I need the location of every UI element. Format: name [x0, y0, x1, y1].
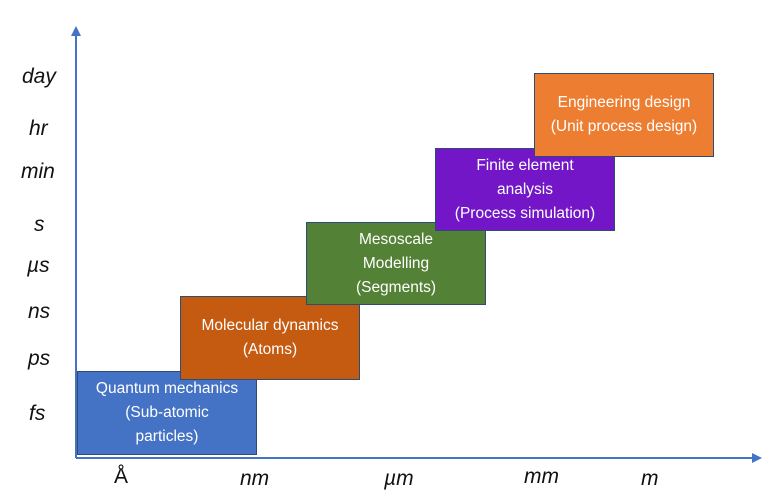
- box-eng-line-2: (Unit process design): [550, 118, 698, 135]
- y-label-s: s: [34, 213, 45, 236]
- box-eng-line-1: Engineering design: [557, 94, 691, 111]
- y-label-ps: ps: [28, 347, 51, 370]
- y-label-day: day: [22, 65, 56, 88]
- box-md-line-2: (Atoms): [242, 341, 298, 358]
- box-fea-line-2: analysis: [497, 180, 553, 198]
- box-quantum-mechanics: Quantum mechanics (Sub-atomic particles): [77, 371, 257, 455]
- x-label-angstrom: Å: [114, 465, 129, 488]
- y-label-us: µs: [27, 254, 50, 277]
- y-label-fs: fs: [29, 402, 46, 425]
- x-label-mm: mm: [524, 465, 559, 488]
- box-quantum-line-2: (Sub-atomic: [125, 404, 209, 421]
- box-fea-line-3: (Process simulation): [454, 204, 596, 222]
- box-molecular-dynamics: Molecular dynamics (Atoms): [180, 296, 360, 380]
- y-label-hr: hr: [29, 117, 48, 140]
- box-engineering-design: Engineering design (Unit process design): [534, 73, 714, 157]
- y-label-min: min: [21, 160, 55, 183]
- box-quantum-line-3: particles): [135, 428, 199, 445]
- box-meso-line-1: Mesoscale: [358, 230, 434, 248]
- x-label-nm: nm: [240, 467, 270, 490]
- box-fea-line-1: Finite element: [476, 156, 574, 174]
- box-md-line-1: Molecular dynamics: [201, 317, 339, 334]
- box-meso-line-3: (Segments): [355, 278, 437, 296]
- x-label-um: µm: [384, 467, 414, 490]
- box-meso-line-2: Modelling: [362, 254, 430, 272]
- box-quantum-line-1: Quantum mechanics: [95, 380, 239, 397]
- y-label-ns: ns: [28, 300, 51, 323]
- x-label-m: m: [641, 467, 659, 490]
- box-finite-element-analysis: Finite element analysis (Process simulat…: [435, 148, 615, 231]
- box-mesoscale-modelling: Mesoscale Modelling (Segments): [306, 222, 486, 305]
